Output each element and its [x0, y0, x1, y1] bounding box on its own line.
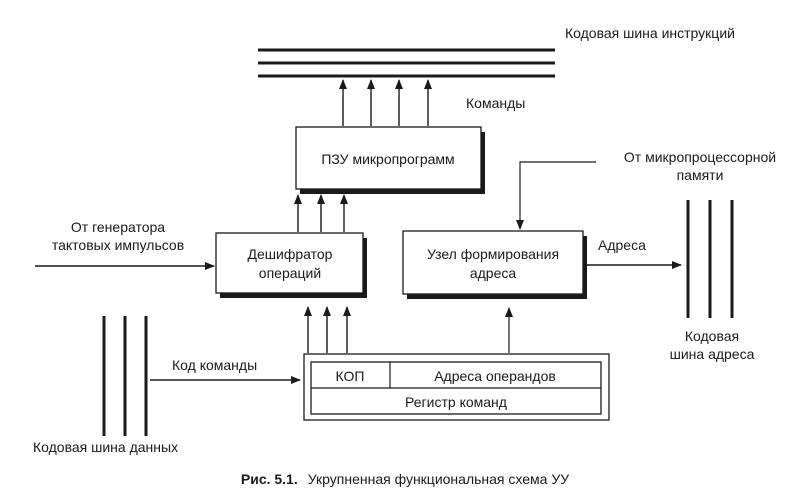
commands-label: Команды — [466, 95, 525, 111]
data-bus — [102, 316, 148, 436]
command-register-box: КОП Адреса операндов Регистр команд — [303, 353, 610, 421]
kop-field: КОП — [336, 368, 365, 384]
generator-line1: От генератора — [71, 219, 165, 235]
decoder-line2: операций — [259, 265, 321, 281]
register-to-decoder-arrows — [304, 306, 351, 353]
commands-arrows — [339, 79, 432, 126]
instruction-bus — [258, 48, 555, 78]
instruction-bus-label: Кодовая шина инструкций — [565, 25, 735, 41]
command-code-label: Код команды — [172, 357, 257, 373]
decoder-to-rom-arrows — [294, 194, 348, 232]
command-register-label: Регистр команд — [405, 394, 507, 410]
memory-to-address-unit-arrow — [516, 161, 596, 230]
address-unit-line1: Узел формирования — [427, 246, 559, 262]
data-bus-label: Кодовая шина данных — [33, 439, 178, 455]
address-bus-line1: Кодовая — [685, 328, 739, 344]
figure-title: Укрупненная функциональная схема УУ — [308, 471, 569, 487]
address-unit-line2: адреса — [470, 265, 517, 281]
memory-source-line1: От микропроцессорной — [624, 149, 776, 165]
operand-addresses-field: Адреса операндов — [434, 368, 556, 384]
figure-number: Рис. 5.1. — [241, 471, 298, 487]
generator-line2: тактовых импульсов — [52, 237, 184, 253]
operation-decoder-box: Дешифратор операций — [215, 232, 367, 298]
figure-caption: Рис. 5.1. Укрупненная функциональная схе… — [241, 471, 569, 488]
address-bus — [686, 200, 734, 318]
address-formation-unit-box: Узел формирования адреса — [402, 230, 587, 299]
rom-label: ПЗУ микропрограмм — [321, 151, 454, 167]
memory-source-line2: памяти — [677, 167, 724, 183]
decoder-line1: Дешифратор — [248, 246, 333, 262]
address-bus-line2: шина адреса — [670, 346, 755, 362]
microprogram-rom-box: ПЗУ микропрограмм — [295, 126, 485, 194]
addresses-label: Адреса — [598, 237, 646, 253]
